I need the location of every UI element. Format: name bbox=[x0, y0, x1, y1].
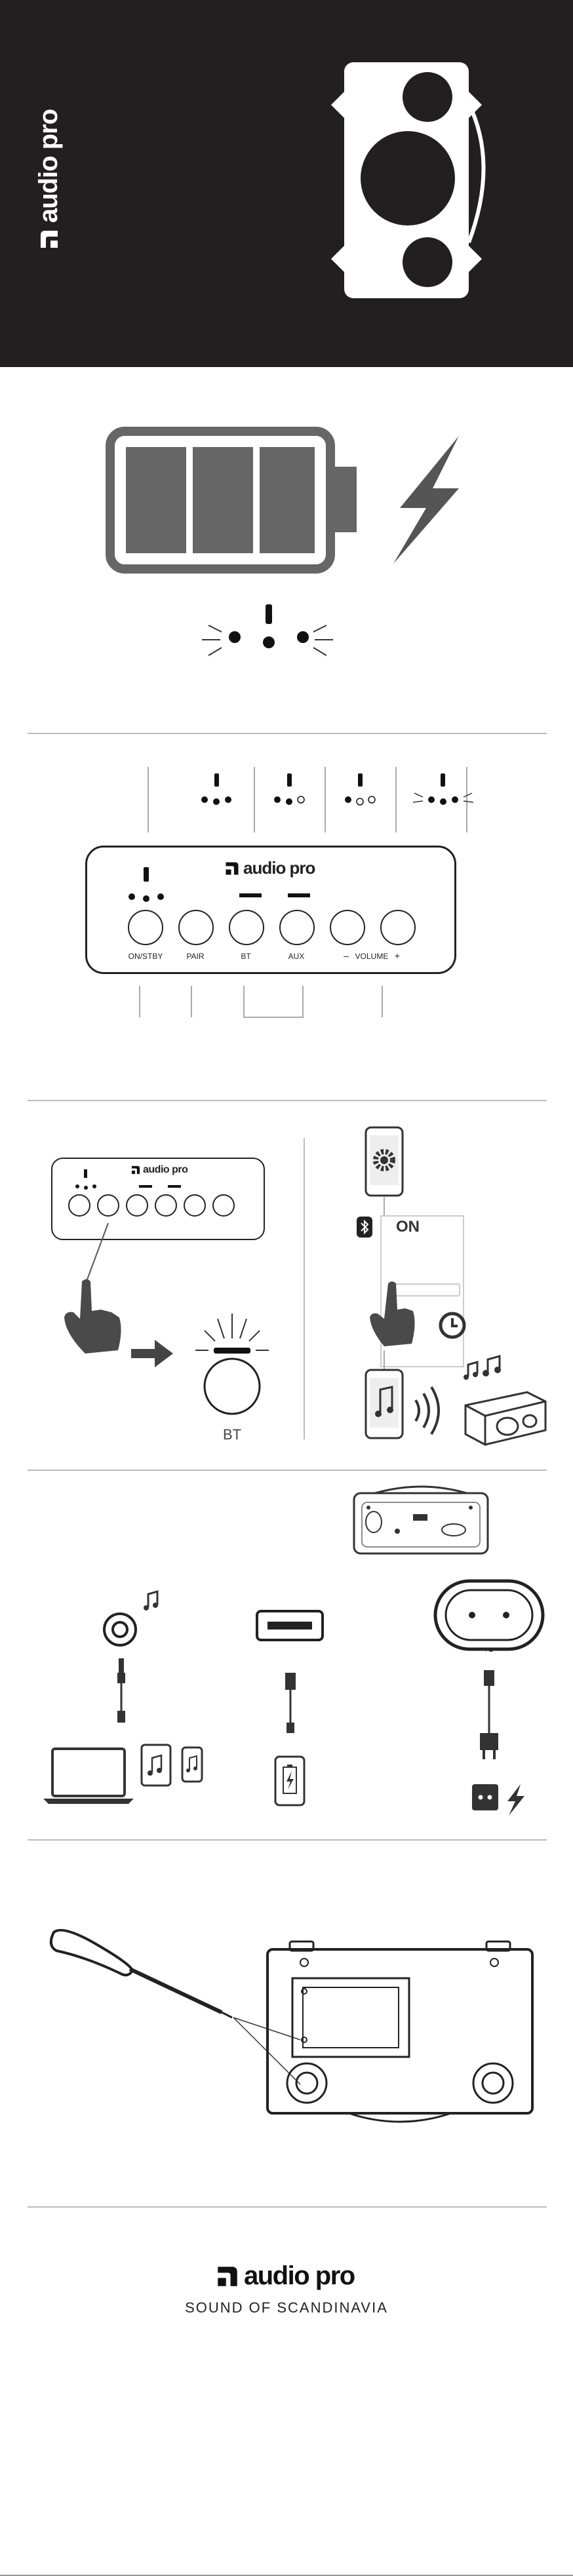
mini-button-volume-up[interactable] bbox=[212, 1194, 235, 1217]
power-cable-icon bbox=[476, 1670, 502, 1768]
charging-led-indicator bbox=[195, 602, 340, 674]
section-divider bbox=[28, 1470, 547, 1471]
label-bt: BT bbox=[225, 952, 267, 961]
section-divider bbox=[28, 2206, 547, 2208]
phone-charging-icon bbox=[274, 1755, 307, 1808]
mini-button-on-stby[interactable] bbox=[68, 1194, 90, 1217]
led-status-legend bbox=[0, 760, 573, 839]
ac-tilde: ~ bbox=[485, 1643, 494, 1660]
section-divider bbox=[28, 733, 547, 734]
button-pair[interactable] bbox=[178, 910, 214, 945]
usb-cable-icon bbox=[281, 1673, 300, 1745]
finger-tap-icon bbox=[368, 1278, 421, 1350]
footer-brand-name: audio pro bbox=[244, 2261, 355, 2291]
phone-settings-icon bbox=[365, 1126, 424, 1224]
panel-callout-lines bbox=[0, 983, 573, 1042]
button-bt[interactable] bbox=[229, 910, 264, 945]
section-divider bbox=[28, 1839, 547, 1841]
label-volume-plus: + bbox=[389, 950, 405, 961]
button-aux[interactable] bbox=[279, 910, 315, 945]
phone-music-small-icon bbox=[181, 1746, 205, 1786]
button-volume-down[interactable] bbox=[330, 910, 365, 945]
button-on-stby[interactable] bbox=[128, 910, 163, 945]
power-outlet-icon bbox=[469, 1782, 528, 1821]
mini-button-volume-down[interactable] bbox=[184, 1194, 206, 1217]
label-aux: AUX bbox=[275, 952, 317, 961]
bt-label: BT bbox=[206, 1426, 258, 1443]
speaker-music-icon bbox=[448, 1353, 553, 1451]
bt-button-blinking-icon bbox=[186, 1298, 278, 1416]
arrow-right-icon bbox=[130, 1337, 176, 1370]
label-on-stby: ON/STBY bbox=[118, 952, 173, 961]
cover-panel: audio pro bbox=[0, 0, 573, 367]
mini-button-bt[interactable] bbox=[126, 1194, 148, 1217]
label-pair: PAIR bbox=[174, 952, 216, 961]
footer-tagline: SOUND OF SCANDINAVIA bbox=[155, 2299, 418, 2316]
label-volume: VOLUME bbox=[351, 952, 393, 961]
aux-cable-icon bbox=[111, 1658, 131, 1730]
usb-port-icon bbox=[254, 1607, 326, 1647]
speaker-back-panel-icon bbox=[264, 1940, 539, 2130]
sound-waves-icon bbox=[409, 1384, 448, 1437]
pairing-divider bbox=[304, 1138, 305, 1439]
laptop-icon bbox=[42, 1744, 140, 1809]
mini-button-aux[interactable] bbox=[155, 1194, 177, 1217]
bluetooth-icon bbox=[357, 1217, 372, 1238]
mini-panel-leds bbox=[52, 1169, 266, 1196]
tablet-music-icon bbox=[140, 1744, 173, 1789]
speaker-back-icon bbox=[349, 1483, 493, 1561]
clock-icon bbox=[438, 1311, 467, 1340]
brand-mark-icon bbox=[216, 2265, 239, 2288]
footer-logo: audio pro bbox=[216, 2261, 355, 2291]
mini-button-pair[interactable] bbox=[97, 1194, 119, 1217]
aux-port-icon bbox=[85, 1586, 164, 1645]
section-divider bbox=[28, 1100, 547, 1101]
bt-on-label: ON bbox=[396, 1218, 420, 1236]
button-volume-up[interactable] bbox=[380, 910, 416, 945]
lightning-icon bbox=[387, 436, 465, 567]
speaker-silhouette-icon bbox=[0, 0, 573, 367]
